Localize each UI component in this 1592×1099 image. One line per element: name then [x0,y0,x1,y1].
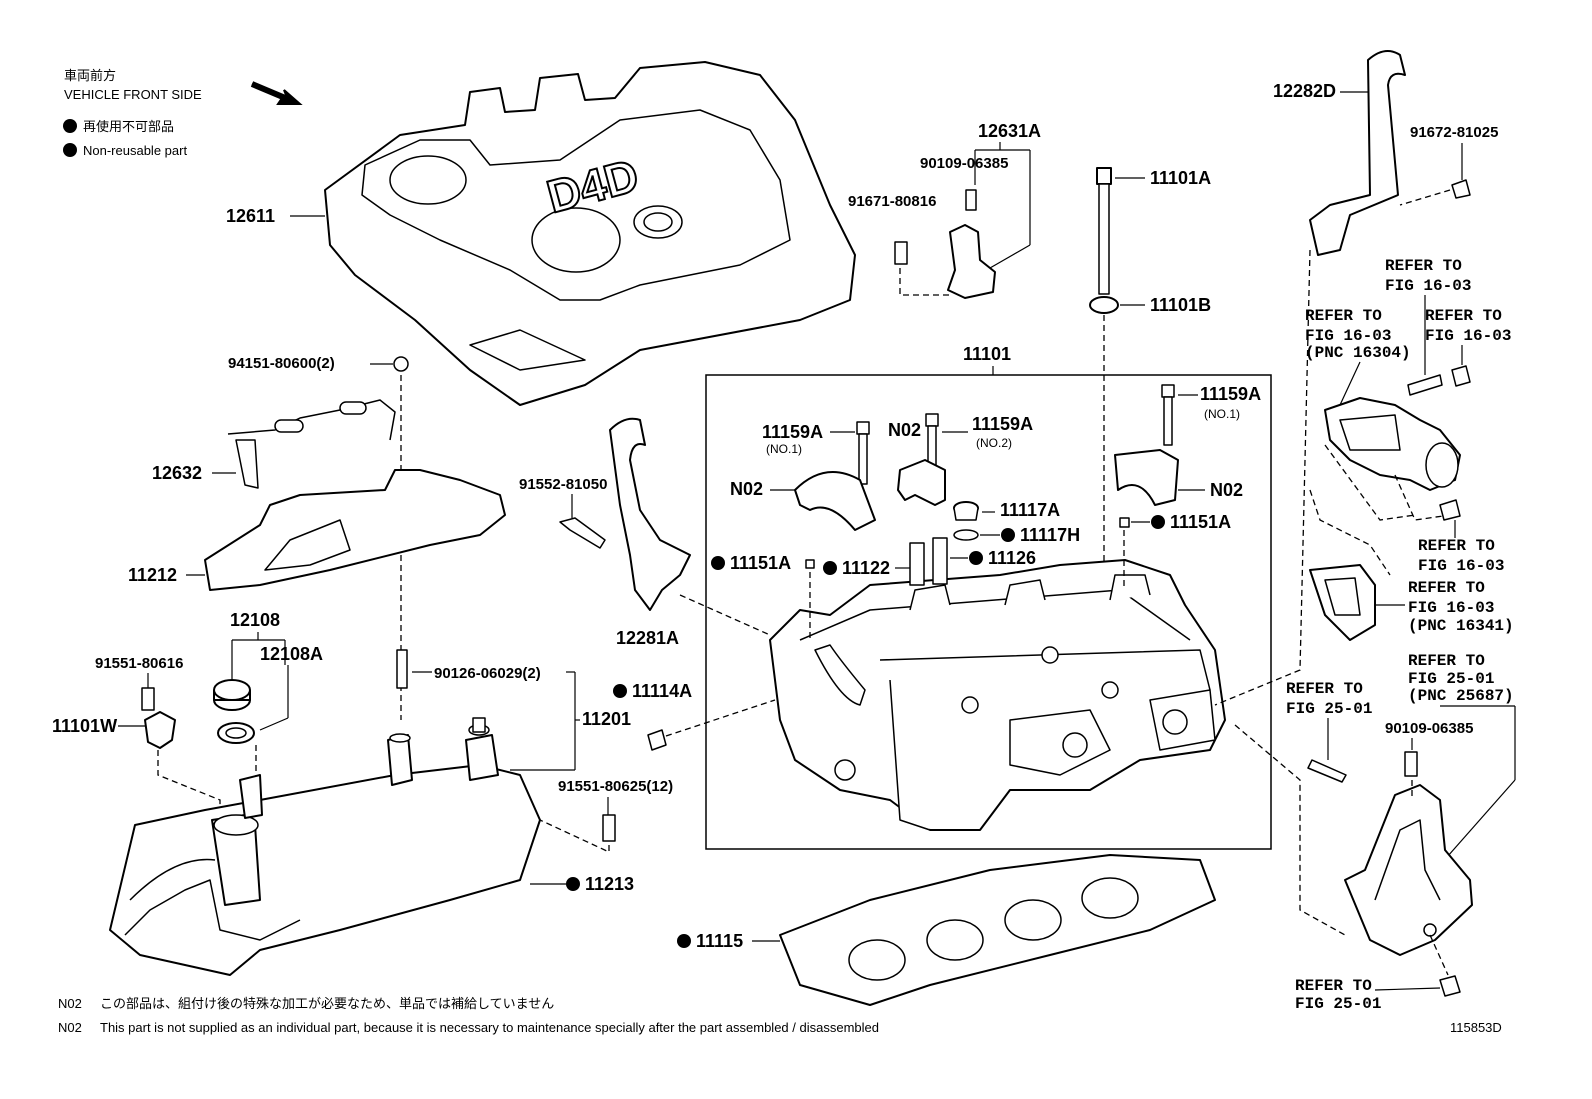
label-11101B: 11101B [1150,295,1211,315]
nonreusable-dot-icon [1151,515,1165,529]
label-91551-80625: 91551-80625(12) [558,778,673,795]
nonreusable-dot-icon [566,877,580,891]
label-11114A: 11114A [632,681,692,701]
label-91672-81025: 91672-81025 [1410,124,1498,141]
label-11212: 11212 [128,565,177,585]
label-N02-right: N02 [1210,480,1243,500]
engine-hanger [1344,784,1473,956]
label-91552-81050: 91552-81050 [519,476,607,493]
label-90126-06029: 90126-06029(2) [434,665,541,682]
label-12108: 12108 [230,610,280,630]
label-12632: 12632 [152,463,202,483]
figure-id: 115853D [1450,1020,1502,1035]
label-11101: 11101 [963,344,1011,364]
label-N02-top: N02 [888,420,921,440]
head-gasket [779,854,1216,1006]
ref4-line2: FIG 16-03 [1418,557,1504,575]
ref6-line2: FIG 25-01 [1408,670,1494,688]
label-11159A-left: 11159A [762,422,823,442]
legend-nonreuse-en: Non-reusable part [83,143,187,158]
ref2-line1: REFER TO [1305,307,1382,325]
label-11159A-mid-sub: (NO.2) [976,436,1012,450]
label-N02-left: N02 [730,479,763,499]
label-11159A-right-sub: (NO.1) [1204,407,1240,421]
label-12631A: 12631A [978,121,1041,141]
footnote-jp-code: N02 [58,996,82,1011]
ref6-line1: REFER TO [1408,652,1485,670]
label-11201: 11201 [582,709,631,729]
ref2-line2: FIG 16-03 [1305,327,1391,345]
nonreusable-dot-icon [711,556,725,570]
water-outlet [1324,397,1461,491]
ref5-line3: (PNC 16341) [1408,617,1514,635]
cylinder-head-cover [109,717,541,976]
label-91551-80616: 91551-80616 [95,655,183,672]
nonreusable-dot-icon [823,561,837,575]
label-11159A-mid: 11159A [972,414,1033,434]
label-12281A: 12281A [616,628,679,648]
label-12282D: 12282D [1273,81,1336,101]
ref8-line2: FIG 25-01 [1295,995,1381,1013]
label-11159A-left-sub: (NO.1) [766,442,802,456]
nonreusable-dot-icon [613,684,627,698]
label-12611: 12611 [226,206,275,226]
ref3-line1: REFER TO [1425,307,1502,325]
nonreusable-dot-icon [63,143,77,157]
ref2-line3: (PNC 16304) [1305,344,1411,362]
footnote-en-code: N02 [58,1020,82,1035]
assembly-frame [705,374,1272,850]
cylinder-head [769,559,1226,831]
label-90109-06385-top: 90109-06385 [920,155,1008,172]
legend-nonreuse-jp: 再使用不可部品 [83,119,174,134]
ref7-line2: FIG 25-01 [1286,700,1372,718]
label-94151-80600: 94151-80600(2) [228,355,335,372]
label-11126: 11126 [988,548,1036,568]
label-11115: 11115 [696,931,743,951]
label-11213: 11213 [585,874,634,894]
nonreusable-dot-icon [63,119,77,133]
ref6-line3: (PNC 25687) [1408,687,1514,705]
label-11151A-right: 11151A [1170,512,1231,532]
label-11101W: 11101W [52,716,117,736]
ref1-line2: FIG 16-03 [1385,277,1471,295]
nonreusable-dot-icon [969,551,983,565]
label-91671-80816: 91671-80816 [848,193,936,210]
label-90109-06385-right: 90109-06385 [1385,720,1473,737]
label-11101A: 11101A [1150,168,1211,188]
legend-front-jp: 車両前方 [64,68,116,83]
ref7-line1: REFER TO [1286,680,1363,698]
footnote-en-text: This part is not supplied as an individu… [100,1020,879,1035]
legend-front-en: VEHICLE FRONT SIDE [64,87,202,102]
ref4-line1: REFER TO [1418,537,1495,555]
ref1-line1: REFER TO [1385,257,1462,275]
label-11151A-left: 11151A [730,553,791,573]
legend: 車両前方 VEHICLE FRONT SIDE 再使用不可部品 Non-reus… [63,68,303,158]
label-12108A: 12108A [260,644,323,664]
ref3-line2: FIG 16-03 [1425,327,1511,345]
engine-cover: D4D [324,61,856,406]
label-11122: 11122 [842,558,890,578]
nonreusable-dot-icon [677,934,691,948]
ref5-line1: REFER TO [1408,579,1485,597]
label-11159A-right: 11159A [1200,384,1261,404]
label-11117A: 11117A [1000,500,1060,520]
ref5-line2: FIG 16-03 [1408,599,1494,617]
ref8-line1: REFER TO [1295,977,1372,995]
nonreusable-dot-icon [1001,528,1015,542]
label-11117H: 11117H [1020,525,1080,545]
footnote-jp-text: この部品は、組付け後の特殊な加工が必要なため、単品では補給していません [100,996,554,1011]
